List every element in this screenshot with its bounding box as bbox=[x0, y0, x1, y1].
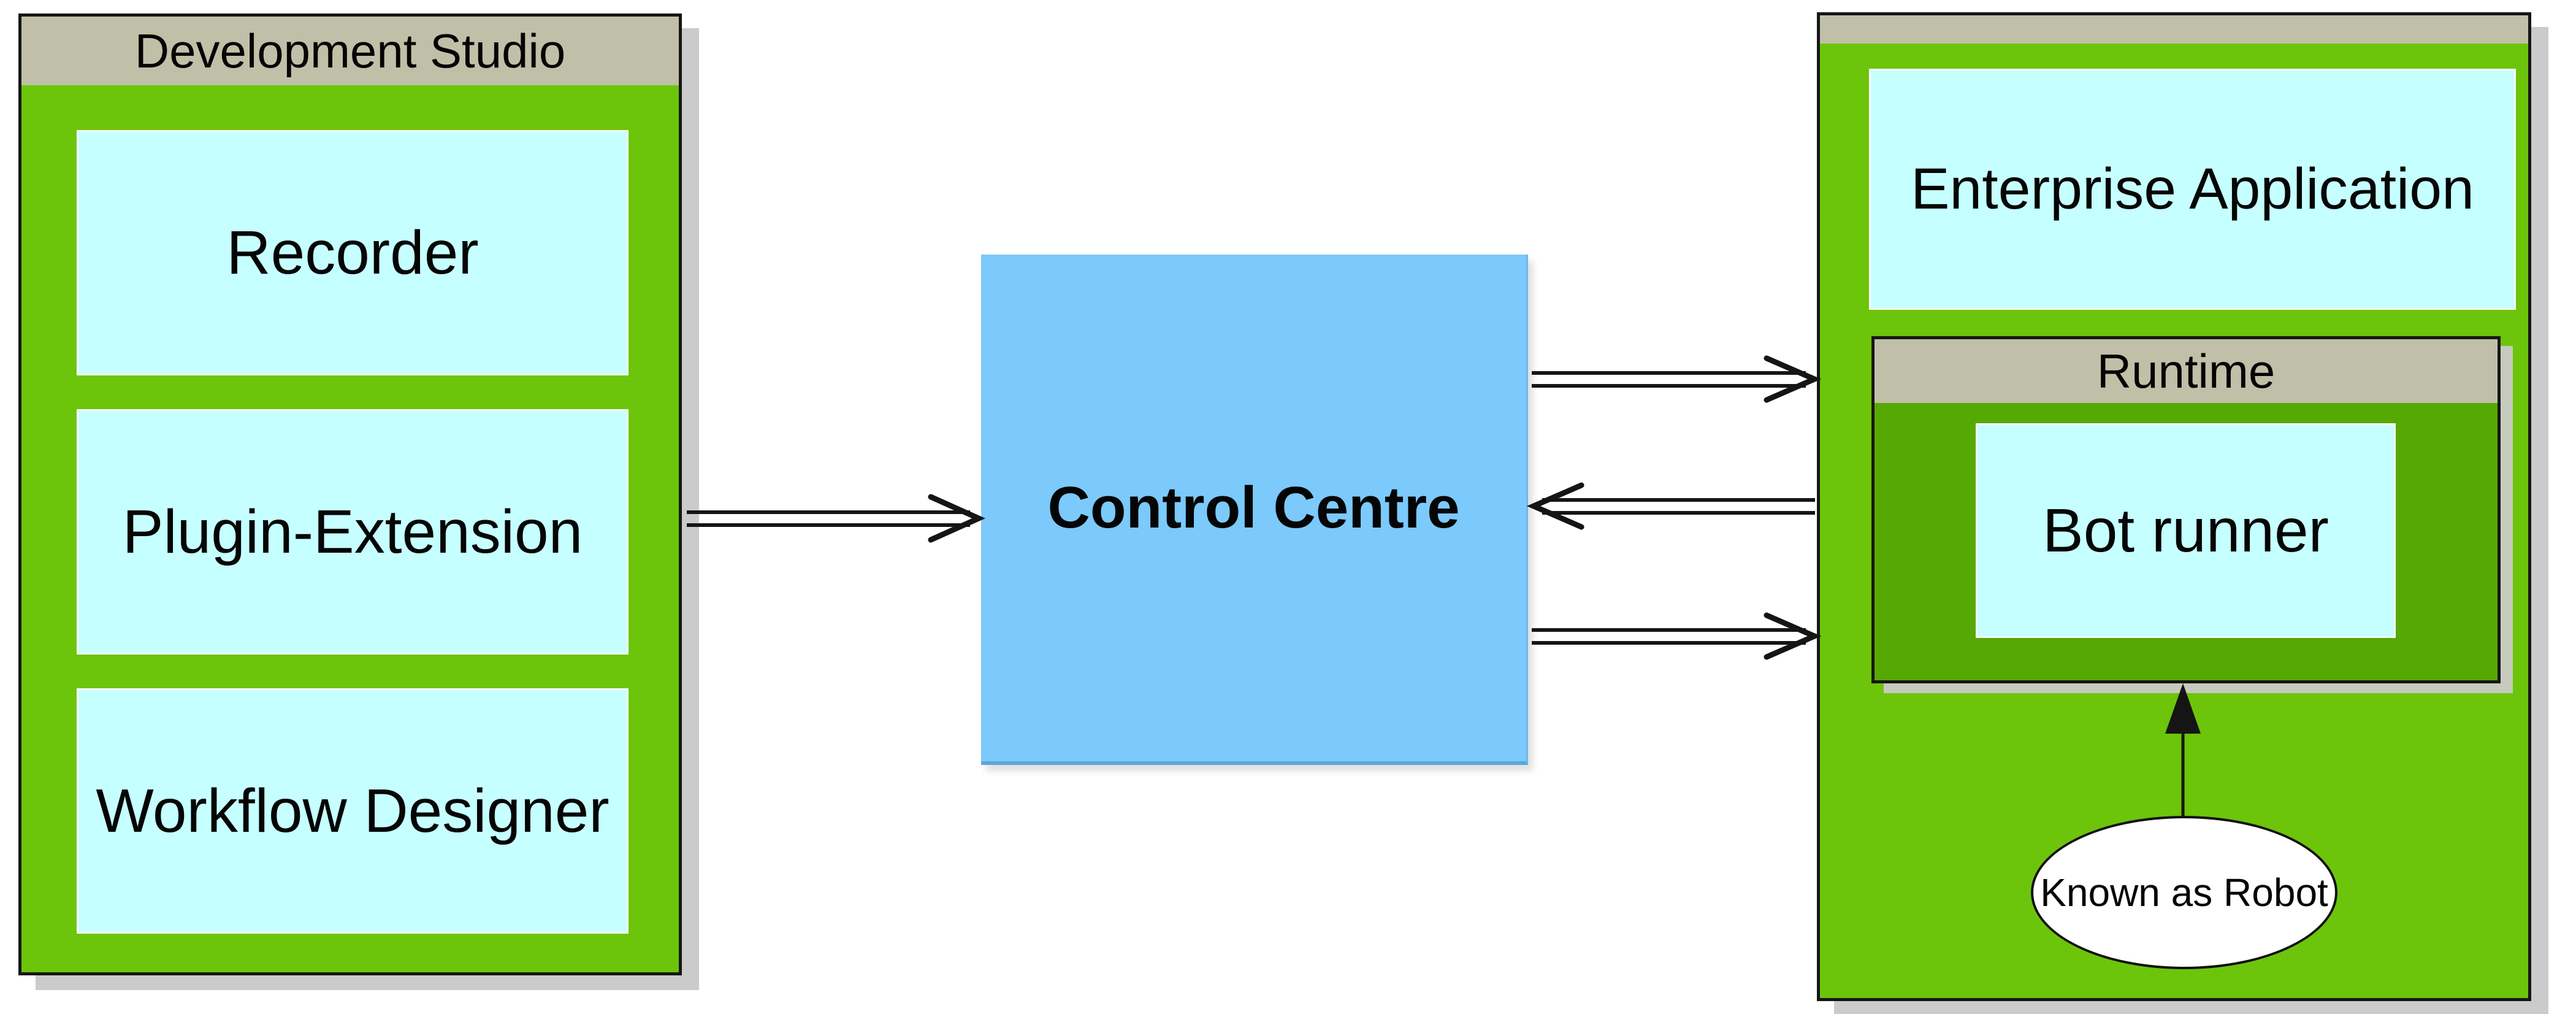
runtime-header: Runtime bbox=[1875, 339, 2498, 403]
module-box-workflow-designer: Workflow Designer bbox=[77, 688, 629, 934]
module-label-recorder: Recorder bbox=[226, 218, 479, 287]
arrow-runtime-to-controlcentre bbox=[1526, 482, 1815, 530]
module-box-recorder: Recorder bbox=[77, 130, 629, 375]
runtime-title: Runtime bbox=[2096, 344, 2276, 398]
arrow-controlcentre-to-runtime-bottom bbox=[1532, 612, 1822, 660]
bot-runner-box: Bot runner bbox=[1976, 423, 2396, 638]
right-panel-header-strip bbox=[1820, 15, 2528, 44]
development-studio-title: Development Studio bbox=[134, 23, 566, 78]
control-centre-label: Control Centre bbox=[1047, 475, 1460, 540]
bot-runner-label: Bot runner bbox=[2043, 496, 2329, 565]
robot-label: Known as Robot bbox=[2040, 870, 2328, 915]
arrow-controlcentre-to-runtime-top bbox=[1532, 355, 1822, 403]
control-centre-box: Control Centre bbox=[981, 255, 1528, 765]
module-label-plugin-extension: Plugin-Extension bbox=[122, 497, 583, 566]
module-box-plugin-extension: Plugin-Extension bbox=[77, 409, 629, 655]
arrow-devstudio-to-controlcentre bbox=[687, 494, 985, 543]
enterprise-application-label: Enterprise Application bbox=[1911, 156, 2474, 221]
enterprise-application-box: Enterprise Application bbox=[1869, 69, 2516, 310]
development-studio-header: Development Studio bbox=[21, 17, 679, 85]
module-label-workflow-designer: Workflow Designer bbox=[96, 776, 610, 845]
robot-ellipse: Known as Robot bbox=[2031, 816, 2337, 969]
